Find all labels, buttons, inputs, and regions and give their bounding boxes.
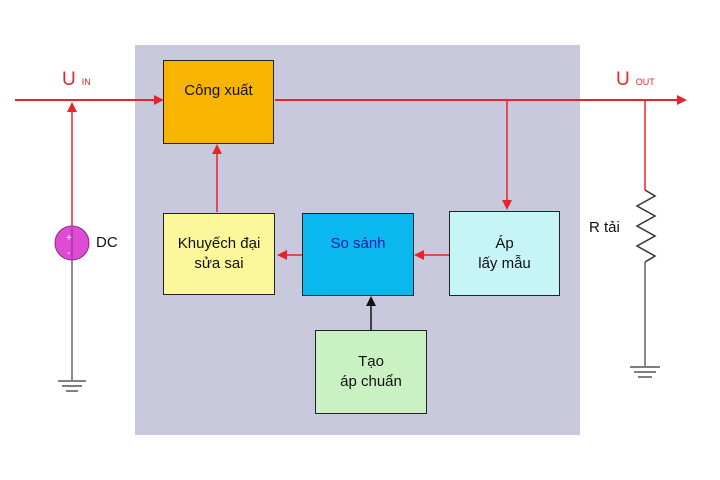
- reference-block: Tạo áp chuẩn: [315, 330, 427, 414]
- compare-label: So sánh: [330, 235, 386, 252]
- sample-block: Áp lấy mẫu: [449, 211, 560, 296]
- u-in-main: U: [62, 69, 76, 90]
- power-block: Công xuất: [163, 60, 274, 144]
- error-amp-block: Khuyếch đại sửa sai: [163, 213, 275, 295]
- load-label: R tải: [589, 219, 620, 236]
- sample-label: Áp lấy mẫu: [478, 234, 531, 272]
- u-out-label: U OUT: [616, 69, 655, 91]
- u-in-sub: IN: [81, 77, 91, 87]
- load-resistor-icon: [635, 189, 657, 263]
- u-out-sub: OUT: [635, 77, 655, 87]
- dc-source-icon: + -: [54, 225, 90, 261]
- error-amp-label: Khuyếch đại sửa sai: [177, 235, 261, 272]
- svg-text:+: +: [66, 233, 72, 244]
- u-out-main: U: [616, 69, 630, 90]
- svg-text:-: -: [67, 248, 70, 259]
- compare-block: So sánh: [302, 213, 414, 296]
- dc-label: DC: [96, 234, 118, 251]
- output-ground-icon: [630, 366, 660, 378]
- reference-label: Tạo áp chuẩn: [340, 353, 402, 390]
- power-block-label: Công xuất: [184, 82, 253, 99]
- u-in-label: U IN: [62, 69, 91, 91]
- input-ground-icon: [58, 380, 86, 392]
